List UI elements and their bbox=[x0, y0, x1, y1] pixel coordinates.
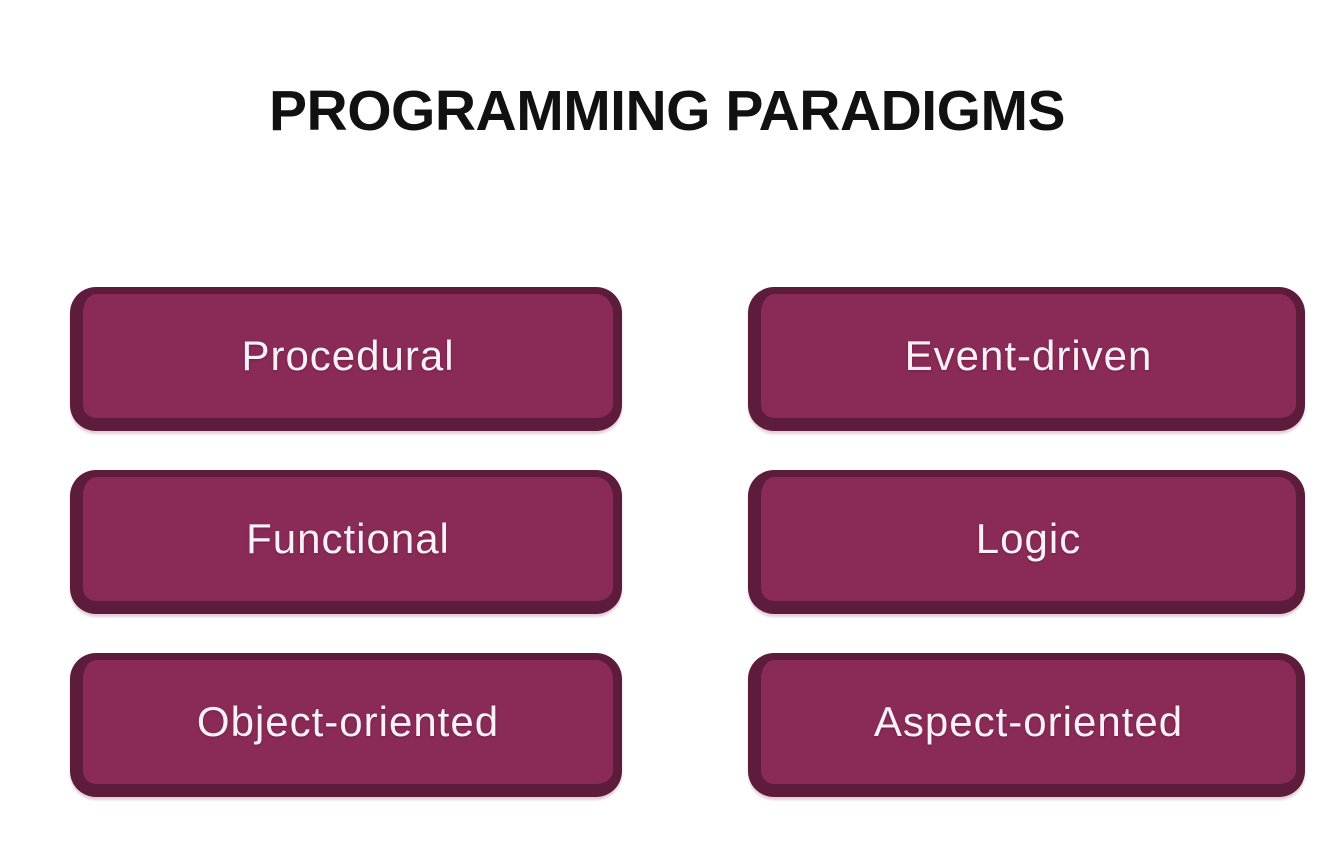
paradigm-grid: Procedural Event-driven Functional Logic… bbox=[70, 287, 1305, 797]
paradigm-card-label: Functional bbox=[246, 515, 450, 562]
paradigm-card-procedural: Procedural bbox=[70, 287, 622, 431]
paradigm-card-label: Event-driven bbox=[904, 332, 1153, 379]
paradigm-card-functional: Functional bbox=[70, 470, 622, 614]
paradigm-card-logic: Logic bbox=[748, 470, 1305, 614]
paradigm-card-aspect-oriented: Aspect-oriented bbox=[748, 653, 1305, 797]
paradigm-card-event-driven: Event-driven bbox=[748, 287, 1305, 431]
paradigm-card-label: Procedural bbox=[241, 332, 455, 379]
paradigm-card-label: Logic bbox=[975, 515, 1082, 562]
page-title: PROGRAMMING PARADIGMS bbox=[269, 79, 1065, 143]
paradigm-card-label: Aspect-oriented bbox=[873, 698, 1184, 745]
paradigm-card-label: Object-oriented bbox=[196, 698, 500, 745]
paradigm-card-object-oriented: Object-oriented bbox=[70, 653, 622, 797]
